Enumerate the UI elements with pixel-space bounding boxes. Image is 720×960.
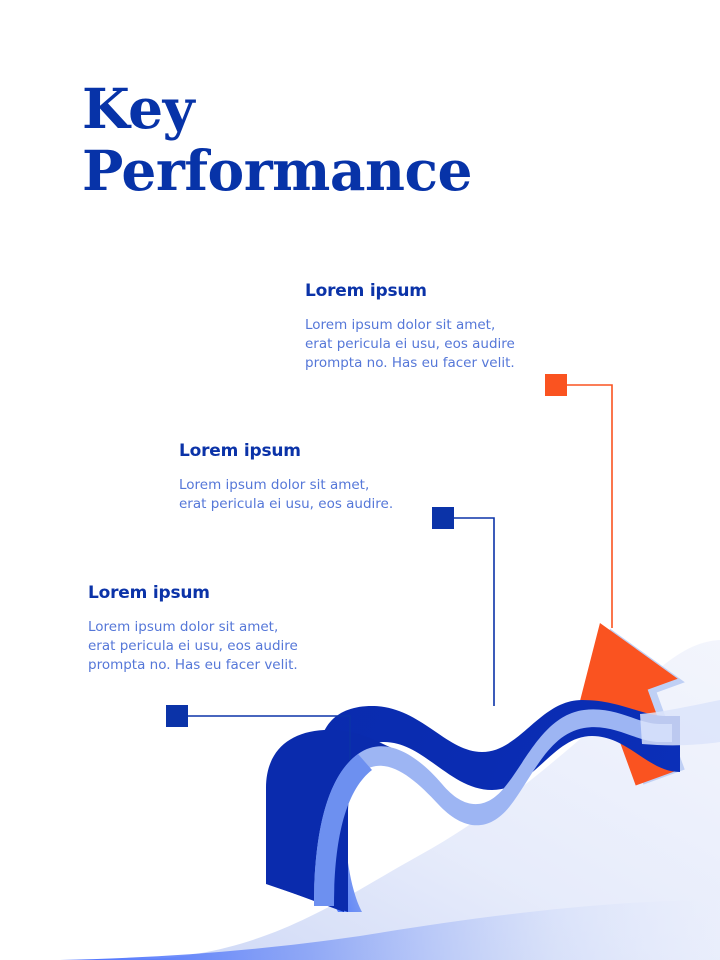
info-block-middle-body: Lorem ipsum dolor sit amet, erat pericul…	[179, 477, 394, 512]
page-title-line-2: Performance	[82, 138, 472, 203]
connector-line-blue-bottom	[188, 715, 351, 760]
info-block-top-body: Lorem ipsum dolor sit amet, erat pericul…	[305, 317, 515, 371]
arrow-shadow	[587, 628, 685, 785]
gradient-backdrop-shape	[120, 640, 720, 960]
info-block-bottom-body: Lorem ipsum dolor sit amet, erat pericul…	[88, 619, 298, 673]
info-block-middle-heading: Lorem ipsum	[179, 441, 301, 461]
connector-square-blue-bottom	[166, 705, 188, 727]
connector-square-orange	[545, 374, 567, 396]
info-block-middle: Lorem ipsum Lorem ipsum dolor sit amet, …	[179, 440, 419, 514]
connector-line-orange	[567, 384, 613, 628]
wave-ribbon-left-panel	[266, 729, 392, 912]
ribbon-right-tail	[640, 700, 720, 746]
info-block-top-heading: Lorem ipsum	[305, 281, 427, 301]
gradient-sweep-shape	[60, 900, 720, 960]
wave-ribbon-face	[268, 700, 680, 912]
page-title: Key Performance	[82, 78, 502, 202]
wave-highlight-left-arc	[314, 754, 372, 906]
wave-highlight-stripe	[314, 709, 672, 906]
connector-line-blue-middle	[454, 517, 495, 706]
info-block-bottom-heading: Lorem ipsum	[88, 583, 210, 603]
info-block-bottom: Lorem ipsum Lorem ipsum dolor sit amet, …	[88, 582, 328, 675]
upward-trend-arrow	[576, 622, 678, 786]
ribbon-under-edge	[318, 760, 362, 912]
connector-square-blue-middle	[432, 507, 454, 529]
page-title-line-1: Key	[82, 76, 195, 141]
info-block-top: Lorem ipsum Lorem ipsum dolor sit amet, …	[305, 280, 545, 373]
